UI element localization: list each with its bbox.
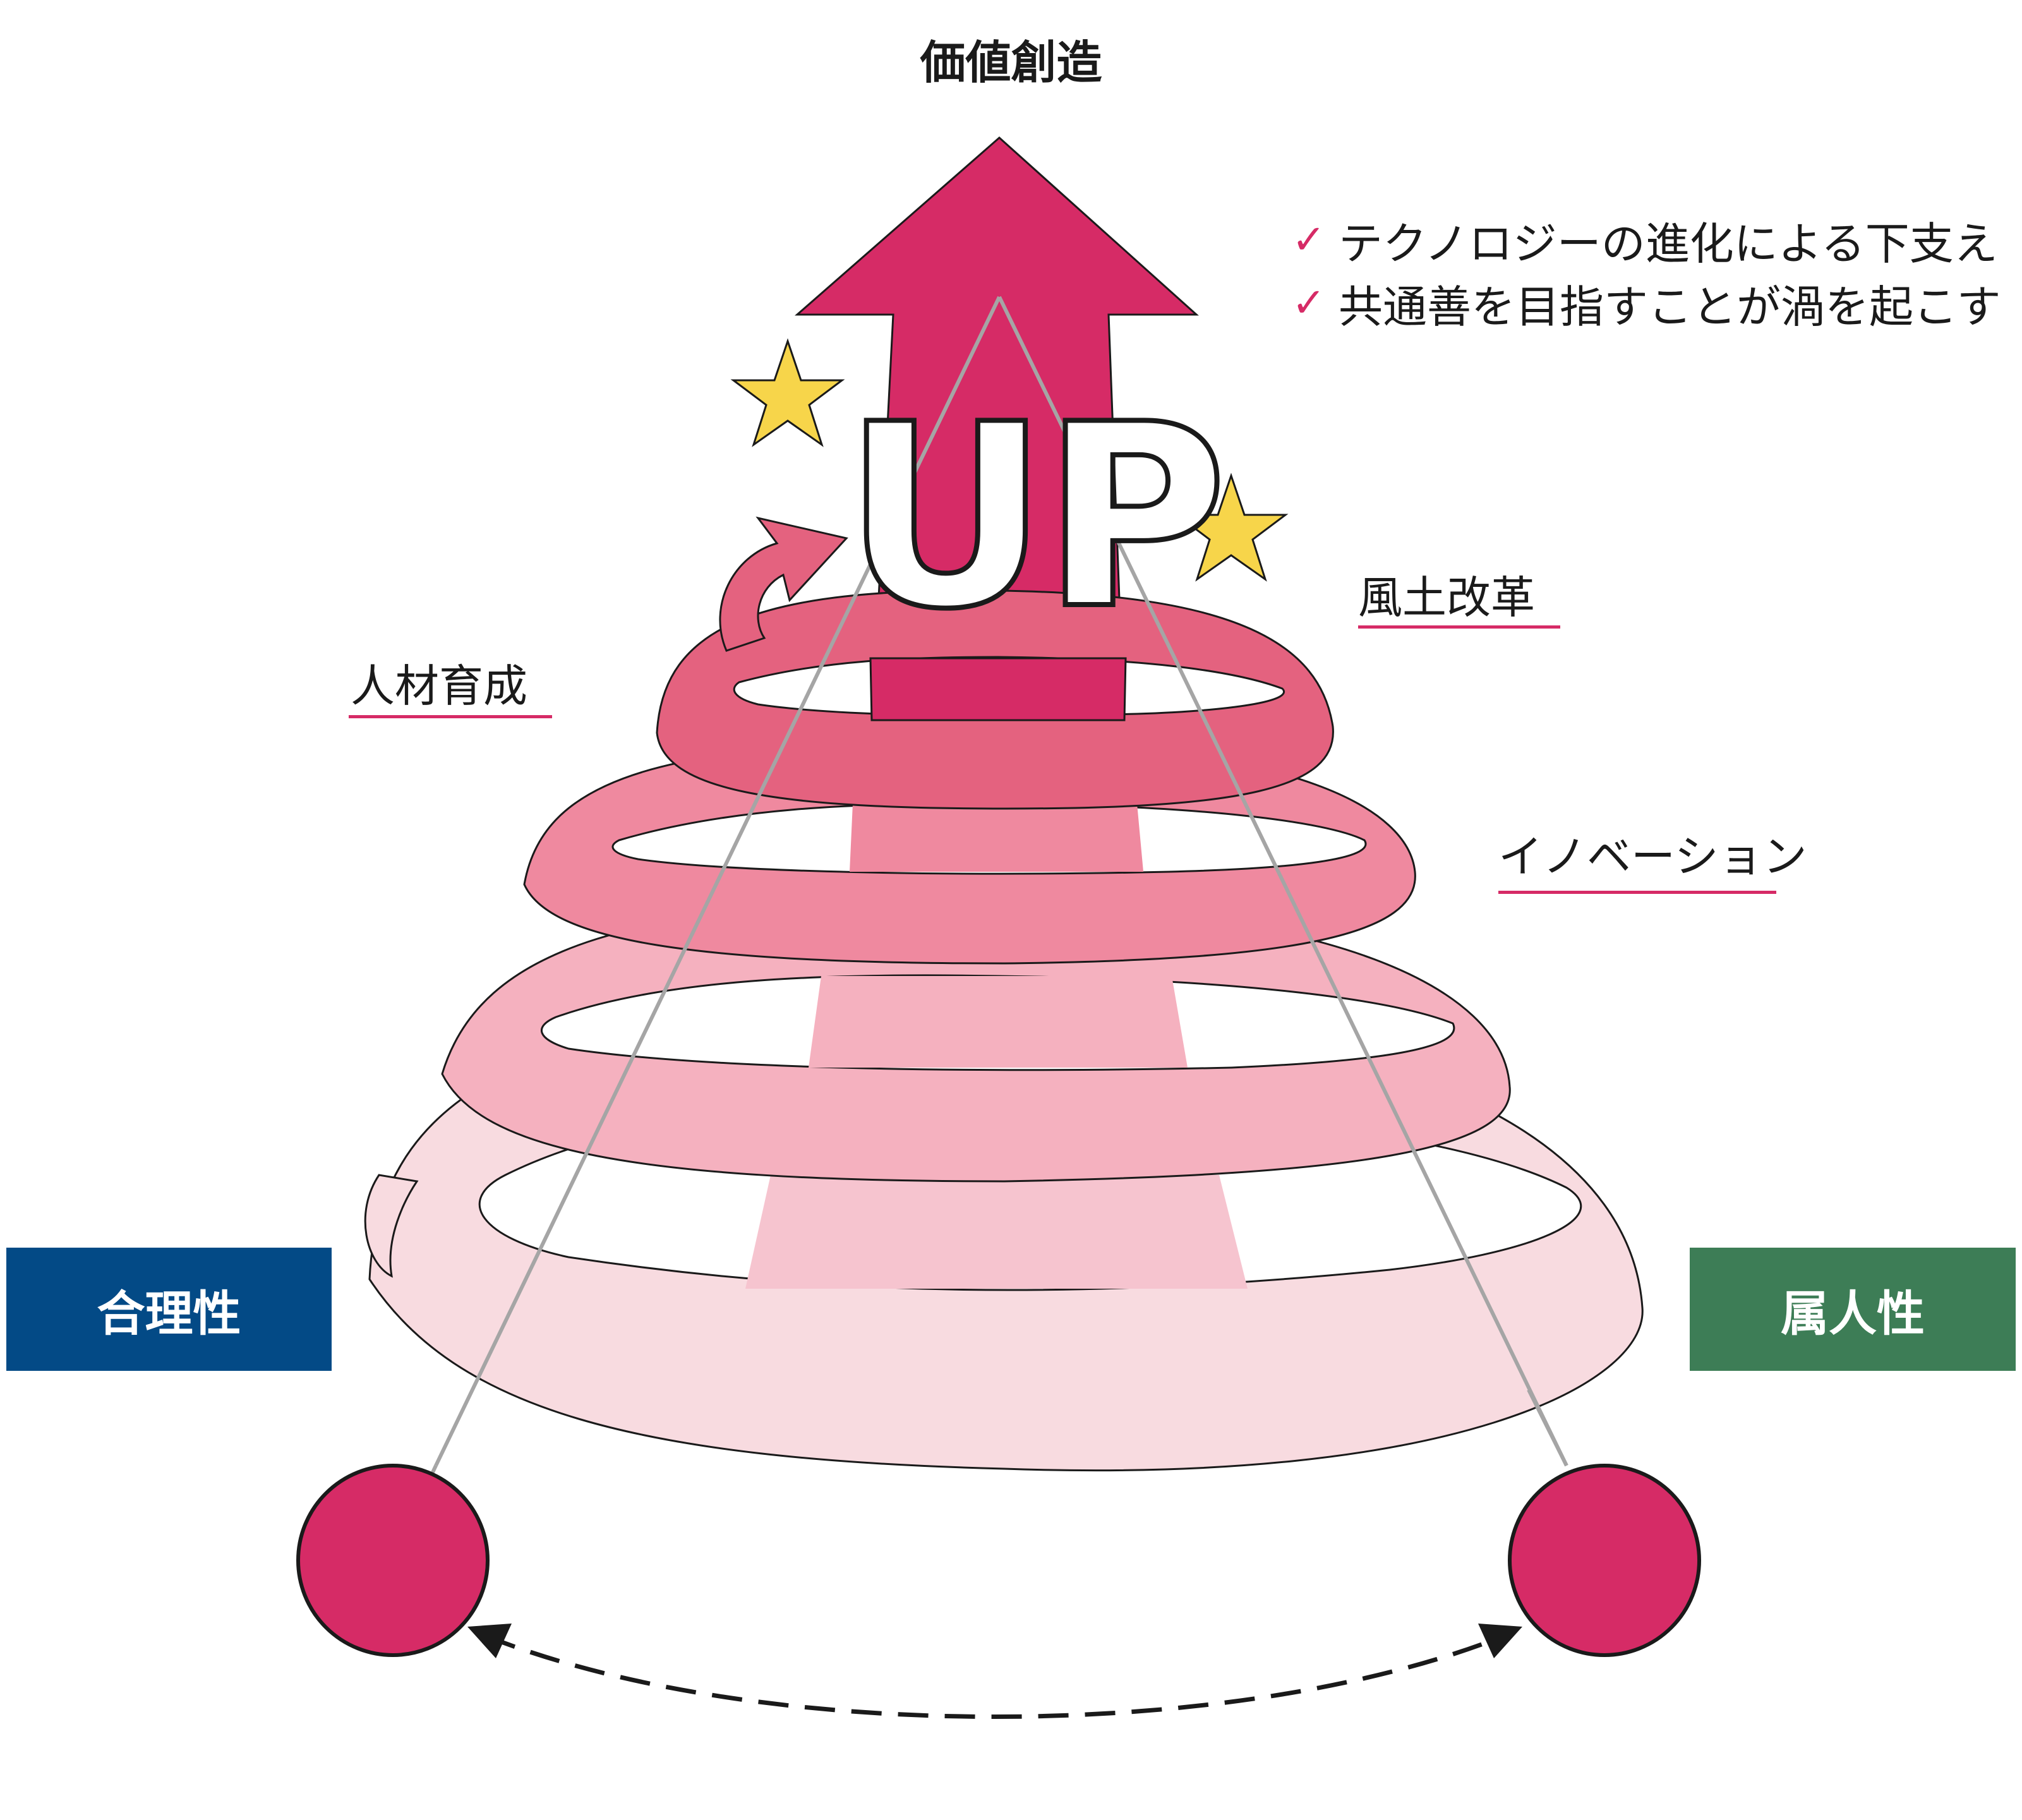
bullet-text: 共通善を目指すことが渦を起こす [1339,280,2001,333]
spiral-band-1 [364,516,1334,1278]
label-innovation: イノベーション [1498,831,1807,883]
star-icon [730,338,845,447]
circle-node [1508,1464,1701,1657]
label-culture: 風土改革 [1358,572,1535,624]
label-culture-underline [1358,625,1560,629]
check-icon: ✓ [1292,217,1326,263]
bullet-item: ✓ 共通善を目指すことが渦を起こす [1292,272,2001,335]
label-innovation-underline [1498,891,1776,894]
double-arrow [467,1624,1522,1719]
personality-box: 属人性 [1690,1248,2016,1371]
bullet-item: ✓ テクノロジーの進化による下支え [1292,208,2001,272]
personality-label: 属人性 [1781,1285,1925,1342]
bullet-text: テクノロジーの進化による下支え [1339,217,1998,270]
star-icon [1174,473,1289,582]
diagram-title: 価値創造 [920,36,1102,89]
bullet-list: ✓ テクノロジーの進化による下支え ✓ 共通善を目指すことが渦を起こす [1292,208,2001,335]
label-talent-underline [349,715,552,718]
label-talent: 人材育成 [351,660,527,712]
circle-node [296,1464,490,1657]
up-label: UP [841,371,1230,665]
rationality-label: 合理性 [97,1285,241,1342]
check-icon: ✓ [1292,280,1326,327]
spiral-band-3 [441,901,1511,1183]
rationality-box: 合理性 [6,1248,332,1371]
